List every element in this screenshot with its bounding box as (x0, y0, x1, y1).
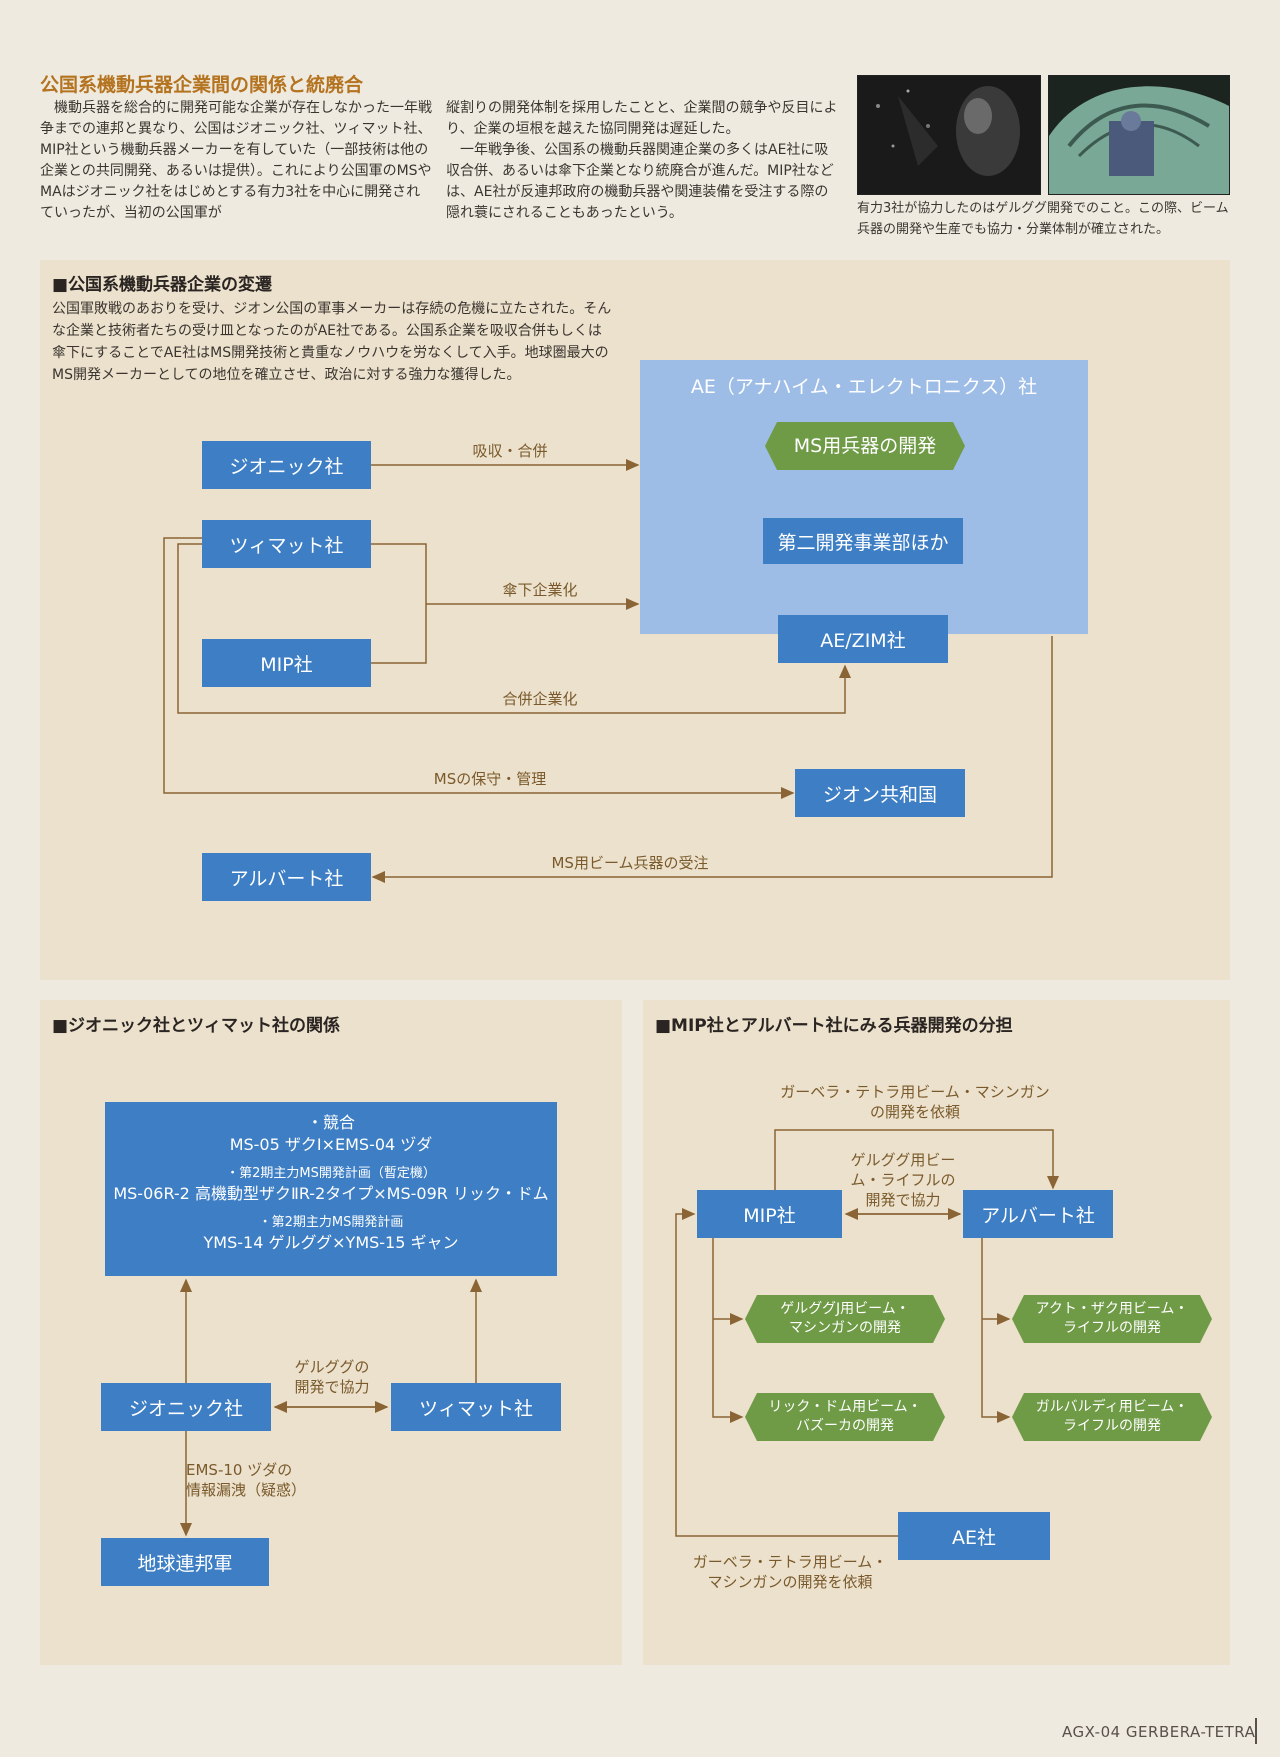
dev-division-box: 第二開発事業部ほか (763, 518, 963, 564)
p3-albert-box: アルバート社 (963, 1190, 1113, 1238)
hex-galbaldy: ガルバルディ用ビーム・ ライフルの開発 (1012, 1393, 1212, 1441)
panel-mip-albert-title: ■MIP社とアルバート社にみる兵器開発の分担 (655, 1016, 1013, 1036)
article-title: 公国系機動兵器企業間の関係と統廃合 (40, 74, 364, 96)
p3-mip-box: MIP社 (697, 1190, 842, 1238)
hex-act-zaku: アクト・ザク用ビーム・ ライフルの開発 (1012, 1295, 1212, 1343)
ae-company-title: AE（アナハイム・エレクトロニクス）社 (690, 376, 1038, 398)
label-merger: 合併企業化 (502, 690, 578, 708)
competition-box: ・競合 MS-05 ザクⅠ×EMS-04 ヅダ ・第2期主力MS開発計画（暫定機… (105, 1102, 557, 1276)
albert-box: アルバート社 (202, 853, 371, 901)
label-beam-rifle-coop: ゲルググ用ビー ム・ライフルの 開発で協力 (850, 1151, 956, 1209)
photo-caption: 有力3社が協力したのはゲルググ開発でのこと。この際、ビーム兵器の開発や生産でも協… (857, 201, 1229, 237)
label-zudah-leak: EMS-10 ヅダの 情報漏洩（疑惑） (186, 1461, 307, 1499)
label-subsidiary: 傘下企業化 (502, 581, 578, 599)
hex-rick-dom: リック・ドム用ビーム・ バズーカの開発 (745, 1393, 945, 1441)
footer-code: AGX-04 GERBERA-TETRA (1062, 1723, 1256, 1741)
competition-line-2: ・第2期主力MS開発計画（暫定機） (226, 1166, 436, 1181)
panel-zionic-zimmad-title: ■ジオニック社とツィマット社の関係 (52, 1016, 341, 1036)
hex-gelgoog-j: ゲルググJ用ビーム・ マシンガンの開発 (745, 1295, 945, 1343)
ae-company-box (640, 360, 1088, 634)
intro-column-1: 機動兵器を総合的に開発可能な企業が存在しなかった一年戦争までの連邦と異なり、公国… (40, 100, 432, 221)
p3-ae-box: AE社 (898, 1512, 1050, 1560)
ms-weapons-dev-hex: MS用兵器の開発 (765, 422, 965, 470)
panel-transition-text: 公国軍敗戦のあおりを受け、ジオン公国の軍事メーカーは存続の危機に立たされた。そん… (52, 301, 612, 383)
label-maintenance: MSの保守・管理 (433, 770, 547, 788)
zionic-box: ジオニック社 (202, 441, 371, 489)
label-gelgoog-coop: ゲルググの 開発で協力 (294, 1358, 370, 1396)
p2-zimmad-box: ツィマット社 (391, 1383, 561, 1431)
panel-transition-title: ■公国系機動兵器企業の変遷 (52, 275, 273, 295)
label-top-request: ガーベラ・テトラ用ビーム・マシンガン の開発を依頼 (780, 1083, 1050, 1121)
competition-line-5: YMS-14 ゲルググ×YMS-15 ギャン (203, 1233, 459, 1252)
zimmad-box: ツィマット社 (202, 520, 371, 568)
label-absorb: 吸収・合併 (472, 442, 548, 460)
competition-head: ・競合 (306, 1113, 355, 1132)
footer-divider (1255, 1718, 1257, 1744)
label-beam-order: MS用ビーム兵器の受注 (551, 854, 709, 872)
mip-box: MIP社 (202, 639, 371, 687)
competition-line-3: MS-06R-2 高機動型ザクⅡR-2タイプ×MS-09R リック・ドム (113, 1184, 549, 1203)
federation-box: 地球連邦軍 (101, 1538, 269, 1586)
republic-box: ジオン共和国 (795, 769, 965, 817)
photo-2 (1048, 75, 1230, 195)
ae-zim-box: AE/ZIM社 (778, 615, 948, 663)
p2-zionic-box: ジオニック社 (101, 1383, 271, 1431)
competition-line-1: MS-05 ザクⅠ×EMS-04 ヅダ (229, 1135, 433, 1154)
photo-1 (857, 75, 1041, 195)
competition-line-4: ・第2期主力MS開発計画 (258, 1215, 404, 1230)
intro-column-2: 縦割りの開発体制を採用したことと、企業間の競争や反目により、企業の垣根を越えた協… (446, 100, 838, 221)
label-bottom-request: ガーベラ・テトラ用ビーム・ マシンガンの開発を依頼 (692, 1553, 888, 1591)
